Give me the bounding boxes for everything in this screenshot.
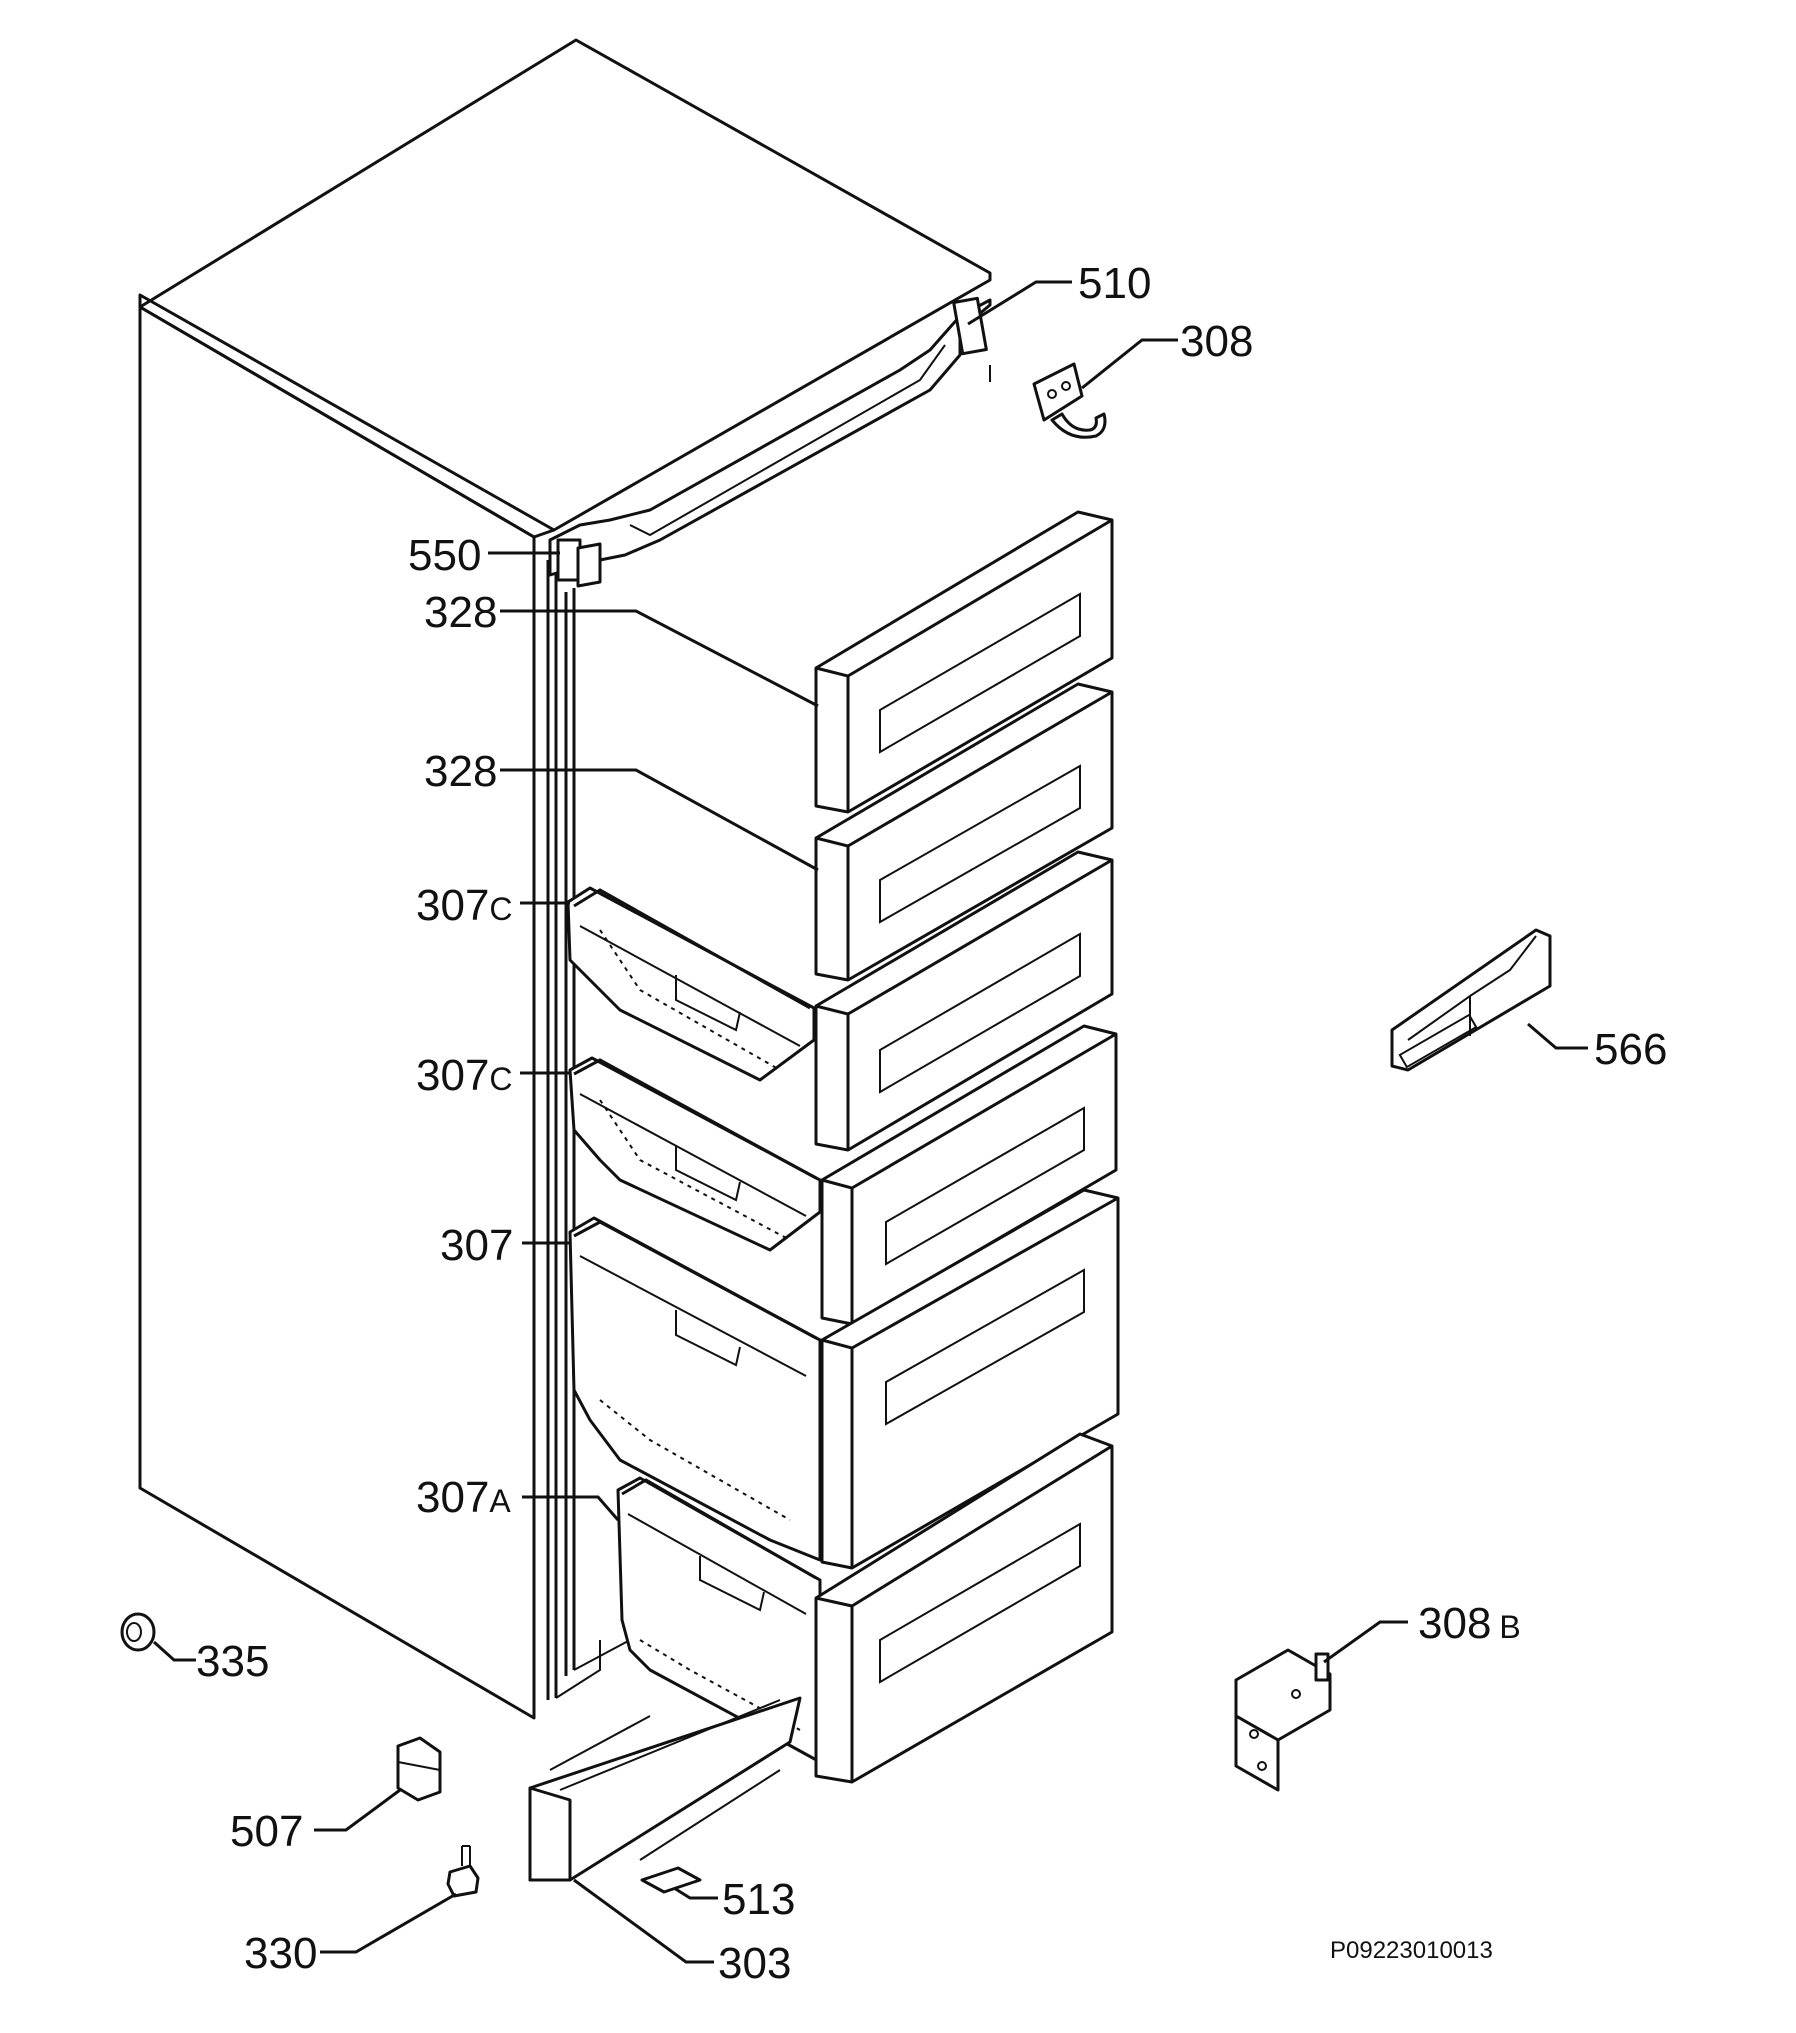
label-307-main: 307	[440, 1221, 513, 1270]
label-550: 550	[408, 531, 481, 580]
drawer-307c-upper	[566, 850, 1114, 1152]
label-307a: 307A	[416, 1473, 511, 1522]
label-566: 566	[1594, 1025, 1667, 1074]
cabinet-body	[138, 38, 992, 1720]
label-330: 330	[244, 1929, 317, 1978]
flap-upper	[814, 510, 1114, 814]
label-510: 510	[1078, 259, 1151, 308]
label-307c-upper: 307C	[416, 881, 513, 930]
label-328-lower: 328	[424, 747, 497, 796]
diagram-code: P09223010013	[1330, 1937, 1493, 1964]
kick-plate	[528, 1696, 802, 1882]
label-335: 335	[196, 1637, 269, 1686]
hinge-top	[1032, 362, 1107, 439]
label-308-top: 308	[1180, 317, 1253, 366]
label-307c-lower: 307C	[416, 1051, 513, 1100]
label-507: 507	[230, 1807, 303, 1856]
part-513	[640, 1866, 702, 1894]
drawer-307a-bottom	[616, 1432, 1114, 1784]
flap-lower	[814, 682, 1114, 982]
hinge-bottom	[1234, 1648, 1332, 1792]
leader-lines	[152, 280, 1588, 1964]
spacer-566	[1390, 928, 1552, 1072]
label-303: 303	[718, 1939, 791, 1988]
drawer-307-main	[568, 1188, 1120, 1570]
top-frame-trim	[548, 296, 992, 588]
callout-labels: 510 308 550 328 328 307C 307C 307 307A 5…	[196, 259, 1667, 1988]
adjustable-foot-330	[446, 1845, 480, 1898]
label-328-upper: 328	[424, 588, 497, 637]
foot-cap-335	[120, 1612, 156, 1652]
label-513: 513	[722, 1875, 795, 1924]
clip-507	[396, 1736, 442, 1802]
drawer-307c-lower	[568, 1024, 1118, 1326]
